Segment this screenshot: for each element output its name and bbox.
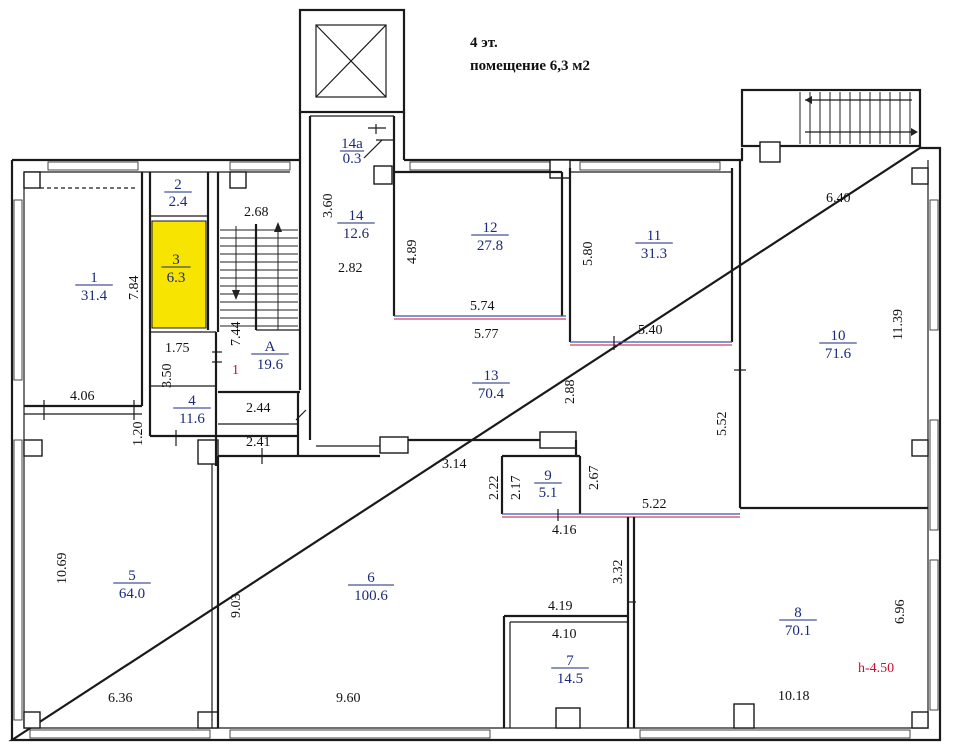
room-label-r7: 714.5 (551, 653, 589, 687)
room-number: 9 (544, 468, 552, 484)
dim-3-60: 3.60 (321, 194, 336, 219)
columns (23, 141, 929, 729)
dim-5-74: 5.74 (470, 299, 495, 314)
dim-1-75: 1.75 (165, 341, 190, 356)
dim-2-82: 2.82 (338, 261, 363, 276)
room-labels: 131.422.436.3411.6A19.6564.06100.6714.58… (75, 136, 857, 687)
room-area: 31.3 (641, 246, 667, 262)
room-area: 64.0 (119, 586, 145, 602)
dim-2-22: 2.22 (487, 476, 502, 501)
room-area: 0.3 (343, 151, 362, 167)
windows (13, 161, 939, 739)
room-number: 8 (794, 605, 802, 621)
dim-1-20: 1.20 (131, 422, 146, 447)
dim-2-41: 2.41 (246, 435, 271, 450)
room-number: 5 (128, 568, 136, 584)
room-number: 2 (174, 177, 182, 193)
dim-4-10: 4.10 (552, 627, 577, 642)
exterior-stair (740, 88, 922, 148)
room-area: 14.5 (557, 671, 583, 687)
outer-walls (8, 146, 942, 742)
dim-9-60: 9.60 (336, 691, 361, 706)
doors (43, 124, 746, 603)
room-label-r3: 36.3 (161, 252, 191, 286)
dim-5-40: 5.40 (638, 323, 663, 338)
room-area: 12.6 (343, 226, 370, 242)
height-mark: h-4.50 (858, 661, 894, 676)
elevator-shaft (298, 8, 406, 160)
dim-6-40: 6.40 (826, 191, 851, 206)
room-area: 5.1 (539, 485, 558, 501)
room-area: 2.4 (169, 194, 188, 210)
dim-11-39: 11.39 (891, 309, 906, 340)
highlighted-room-3[interactable] (151, 220, 207, 329)
room-area: 71.6 (825, 346, 852, 362)
room-number: 1 (90, 270, 98, 286)
room-label-r10: 10 71.6 (819, 328, 857, 362)
room-number: 14a (341, 136, 363, 152)
room-number: 12 (483, 220, 498, 236)
room-label-rA: A 19.6 (251, 339, 289, 373)
premise-label: помещение 6,3 м2 (470, 58, 590, 74)
dim-7-44: 7.44 (229, 322, 244, 347)
room-area: 27.8 (477, 238, 503, 254)
room-number: 14 (349, 208, 365, 224)
dim-5-77: 5.77 (474, 327, 499, 342)
room-number: 10 (831, 328, 846, 344)
room-area: 11.6 (179, 411, 205, 427)
dim-4-19: 4.19 (548, 599, 573, 614)
room-label-r11: 11 31.3 (635, 228, 673, 262)
room-number: 4 (188, 393, 196, 409)
room-label-r2: 22.4 (164, 177, 192, 210)
dim-5-52: 5.52 (715, 412, 730, 437)
dim-7-84: 7.84 (127, 276, 142, 301)
room-number: 13 (484, 368, 499, 384)
room-area: 19.6 (257, 357, 284, 373)
dim-9-03: 9.03 (229, 594, 244, 619)
dim-2-17: 2.17 (509, 476, 524, 501)
room-label-r1: 131.4 (75, 270, 113, 304)
dim-2-68: 2.68 (244, 205, 269, 220)
room-label-r9: 95.1 (534, 468, 562, 501)
room-label-r8: 870.1 (779, 605, 817, 639)
room-number: 3 (172, 252, 180, 268)
red-mark-1: 1 (232, 363, 239, 378)
room-number: 7 (566, 653, 574, 669)
dim-4-89: 4.89 (405, 240, 420, 265)
room-area: 6.3 (167, 270, 186, 286)
dim-3-32: 3.32 (611, 560, 626, 585)
dim-6-96: 6.96 (893, 600, 908, 625)
dim-4-16: 4.16 (552, 523, 577, 538)
dim-2-67: 2.67 (587, 466, 602, 491)
room-label-r4: 411.6 (173, 393, 211, 427)
internal-staircase (220, 229, 298, 327)
dim-10-69: 10.69 (55, 553, 70, 585)
room-number: 11 (647, 228, 661, 244)
room-area: 70.4 (478, 386, 505, 402)
dim-2-44: 2.44 (246, 401, 271, 416)
room-label-r12: 12 27.8 (471, 220, 509, 254)
room-area: 70.1 (785, 623, 811, 639)
dim-3-14: 3.14 (442, 457, 467, 472)
room-label-r5: 564.0 (113, 568, 151, 602)
floor-label: 4 эт. (470, 35, 498, 51)
dim-5-80: 5.80 (581, 242, 596, 267)
dim-6-36: 6.36 (108, 691, 133, 706)
dim-5-22: 5.22 (642, 497, 667, 512)
room-label-r13: 13 70.4 (472, 368, 510, 402)
dim-10-18: 10.18 (778, 689, 810, 704)
room-area: 31.4 (81, 288, 108, 304)
interior-walls (24, 115, 928, 728)
dim-4-06: 4.06 (70, 389, 95, 404)
room-label-r14: 14 12.6 (337, 208, 375, 242)
dim-3-50: 3.50 (160, 364, 175, 389)
room-label-r6: 6 100.6 (348, 570, 394, 604)
room-number: A (265, 339, 276, 355)
dim-2-88: 2.88 (563, 380, 578, 405)
room-area: 100.6 (354, 588, 388, 604)
room-number: 6 (367, 570, 375, 586)
